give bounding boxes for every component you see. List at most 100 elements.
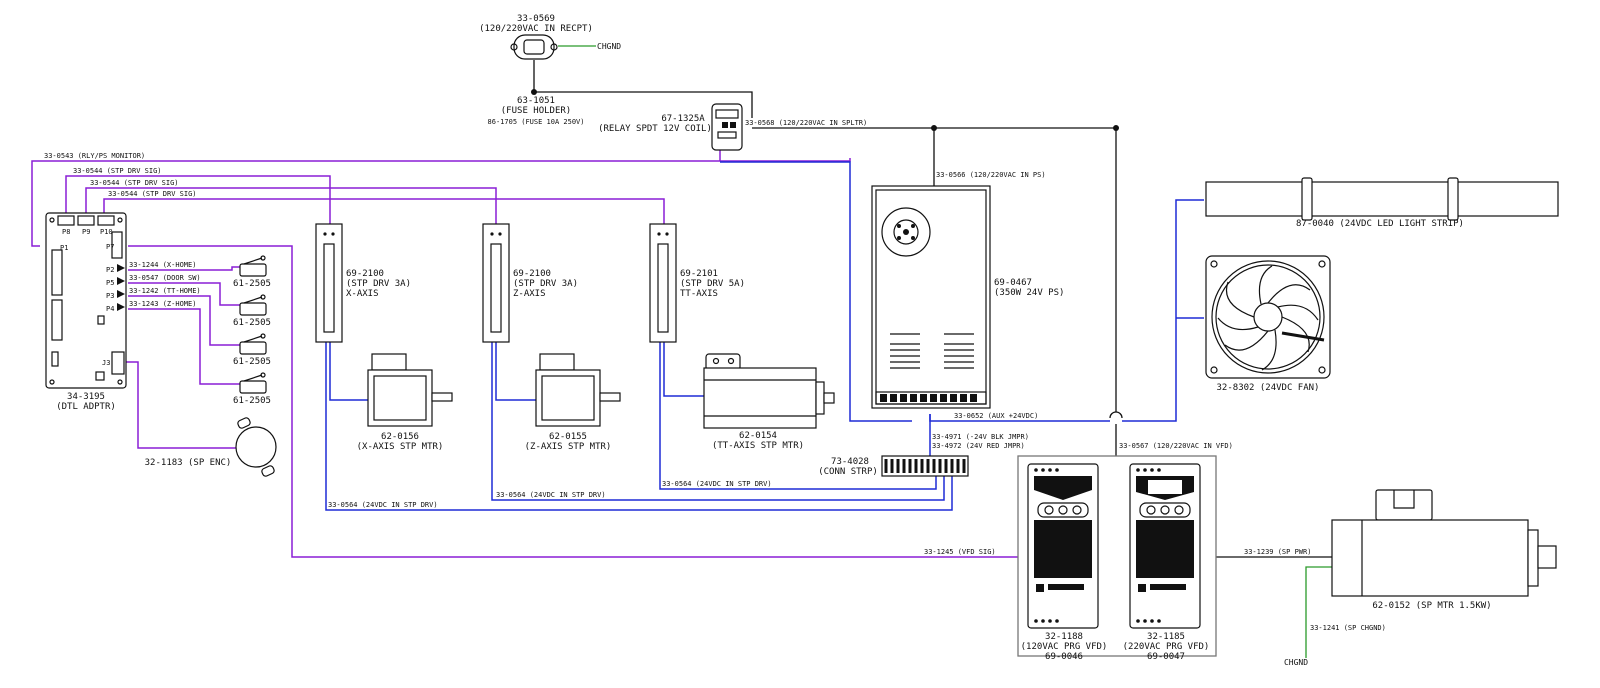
dtl-p9: P9: [82, 228, 90, 236]
wire-1241: [1305, 566, 1332, 658]
vfd-220vac: [1129, 463, 1201, 629]
vfd1-part: 32-1188: [1045, 632, 1083, 642]
label-1241: 33-1241 (SP CHGND): [1310, 624, 1386, 632]
dtl-p7: P7: [106, 243, 114, 251]
chgnd-label: CHGND: [597, 42, 621, 51]
vfd2-part2: 69-0047: [1147, 652, 1185, 662]
limit-switches: [239, 255, 267, 394]
spindle-motor: [1331, 489, 1557, 597]
dtl-p4: P4: [106, 305, 114, 313]
drv-tt-part: 69-2101: [680, 269, 718, 279]
drv-x-desc: (STP DRV 3A): [346, 279, 411, 289]
wire-1244: [128, 266, 240, 271]
dtl-p1: P1: [60, 244, 68, 252]
wire-0544a: [65, 175, 331, 226]
label-0564c: 33-0564 (24VDC IN STP DRV): [662, 480, 772, 488]
dtl-p3: P3: [106, 292, 114, 300]
encoder-label: 32-1183 (SP ENC): [145, 458, 232, 468]
mtr-tt-desc: (TT-AXIS STP MTR): [712, 441, 804, 451]
wire-0544c: [103, 198, 665, 226]
relay-desc: (RELAY SPDT 12V COIL): [598, 124, 712, 134]
relay: [711, 103, 743, 151]
wire-fuse-relay: [534, 91, 753, 118]
relay-part: 67-1325A: [661, 114, 705, 124]
mtr-z-part: 62-0155: [549, 432, 587, 442]
stepper-drive-tt: [649, 223, 677, 343]
stepper-motor-z: [535, 353, 621, 427]
switch-label-4: 61-2505: [233, 396, 271, 406]
conn-part: 73-4028: [831, 457, 869, 467]
wire-1241-crossing: [1109, 411, 1123, 419]
wire-motor-tt: [663, 340, 704, 397]
label-0566: 33-0566 (120/220VAC IN PS): [936, 171, 1046, 179]
junction-dot: [931, 125, 937, 131]
wire-motor-z: [495, 340, 536, 401]
switch-label-2: 61-2505: [233, 318, 271, 328]
label-0544a: 33-0544 (STP DRV SIG): [73, 167, 162, 175]
vfd-enclosure: [1017, 455, 1217, 657]
wire-0544b: [85, 187, 497, 226]
drv-z-part: 69-2100: [513, 269, 551, 279]
wire-motor-x: [329, 340, 368, 401]
label-4972: 33-4972 (24V RED JMPR): [932, 442, 1025, 450]
junction-dot: [531, 89, 537, 95]
label-0544b: 33-0544 (STP DRV SIG): [90, 179, 179, 187]
label-0543: 33-0543 (RLY/PS MONITOR): [44, 152, 145, 160]
label-1242: 33-1242 (TT-HOME): [129, 287, 201, 295]
stepper-drive-z: [482, 223, 510, 343]
drv-x-part: 69-2100: [346, 269, 384, 279]
drv-tt-desc: (STP DRV 5A): [680, 279, 745, 289]
label-0547: 33-0547 (DOOR SW): [129, 274, 201, 282]
wire-0543-ps: [720, 161, 912, 422]
wire-0564a: [325, 340, 953, 511]
label-0564b: 33-0564 (24VDC IN STP DRV): [496, 491, 606, 499]
cooling-fan: [1205, 255, 1331, 379]
conn-desc: (CONN STRP): [818, 467, 878, 477]
mtr-z-desc: (Z-AXIS STP MTR): [525, 442, 612, 452]
label-0652: 33-0652 (AUX +24VDC): [954, 412, 1038, 420]
wires: [31, 45, 1332, 658]
wire-0543: [31, 158, 851, 247]
drv-x-axis: X-AXIS: [346, 289, 379, 299]
ps-part: 69-0467: [994, 278, 1032, 288]
switch-label-1: 61-2505: [233, 279, 271, 289]
spmtr-label: 62-0152 (SP MTR 1.5KW): [1372, 601, 1491, 611]
receptacle: [510, 34, 558, 60]
vfd2-desc: (220VAC PRG VFD): [1123, 642, 1210, 652]
wire-0564c: [659, 340, 937, 490]
label-1244: 33-1244 (X-HOME): [129, 261, 196, 269]
drv-z-desc: (STP DRV 3A): [513, 279, 578, 289]
vfd1-part2: 69-0046: [1045, 652, 1083, 662]
switch-label-3: 61-2505: [233, 357, 271, 367]
vfd1-desc: (120VAC PRG VFD): [1021, 642, 1108, 652]
dtl-part: 34-3195: [67, 392, 105, 402]
wire-1245: [128, 245, 1018, 558]
led-light-strip: [1205, 177, 1559, 221]
wire-0564b: [491, 340, 945, 501]
fan-label: 32-8302 (24VDC FAN): [1217, 383, 1320, 393]
junction-dot: [1113, 125, 1119, 131]
stepper-motor-x: [367, 353, 453, 427]
wire-encoder: [122, 361, 238, 449]
chgnd-label-2: CHGND: [1284, 658, 1308, 667]
dtl-j3: J3: [102, 359, 110, 367]
dtl-adapter-board: [45, 212, 127, 389]
fuse-note: 86-1705 (FUSE 10A 250V): [488, 118, 585, 126]
drv-tt-axis: TT-AXIS: [680, 289, 718, 299]
label-1243: 33-1243 (Z-HOME): [129, 300, 196, 308]
label-4971: 33-4971 (-24V BLK JMPR): [932, 433, 1029, 441]
connector-strip: [881, 455, 969, 477]
spindle-encoder: [235, 417, 277, 477]
dtl-p8: P8: [62, 228, 70, 236]
recept-part: 33-0569: [517, 14, 555, 24]
wire-1243: [128, 308, 240, 385]
drv-z-axis: Z-AXIS: [513, 289, 546, 299]
dtl-p5: P5: [106, 279, 114, 287]
mtr-x-desc: (X-AXIS STP MTR): [357, 442, 444, 452]
vfd2-part: 32-1185: [1147, 632, 1185, 642]
fuse-desc: (FUSE HOLDER): [501, 106, 571, 116]
led-label: 87-0040 (24VDC LED LIGHT STRIP): [1296, 219, 1464, 229]
wire-0547: [128, 282, 240, 306]
stepper-motor-tt: [703, 353, 835, 429]
vfd-120vac: [1027, 463, 1099, 629]
